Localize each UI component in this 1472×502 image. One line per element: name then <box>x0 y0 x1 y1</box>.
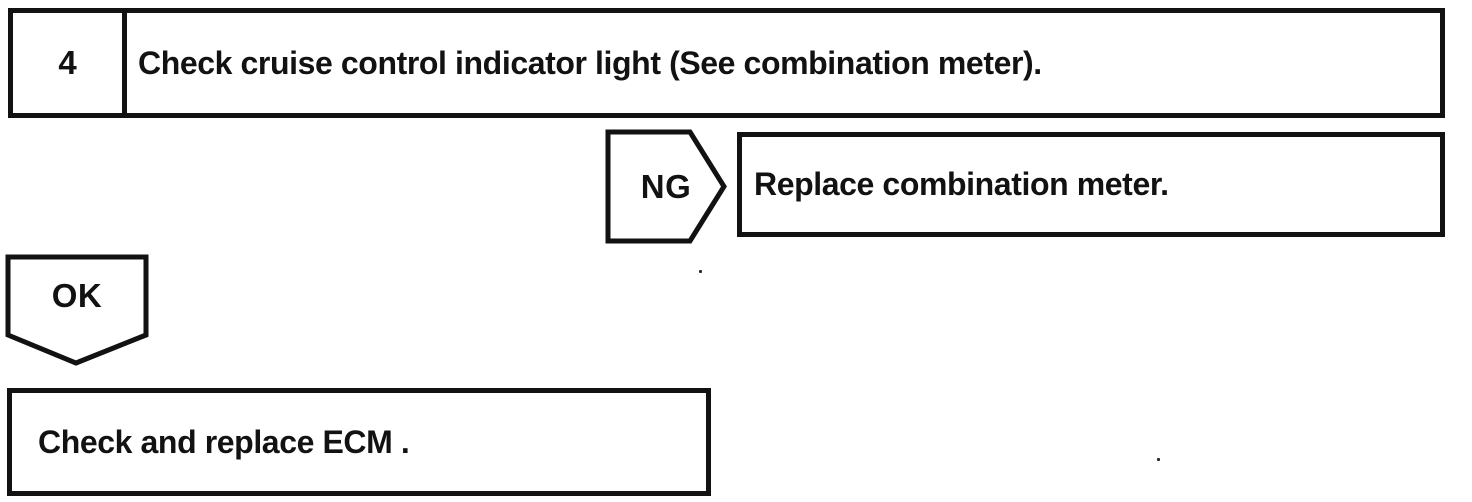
ng-action-box: Replace combination meter. <box>737 132 1445 237</box>
ng-connector-icon <box>605 129 727 244</box>
ng-pentagon-shape <box>605 129 727 244</box>
ok-connector-icon <box>5 254 149 366</box>
ok-pentagon-shape <box>5 254 149 366</box>
ng-action-text: Replace combination meter. <box>754 166 1169 202</box>
ok-action-box: Check and replace ECM . <box>7 388 711 496</box>
scan-speck <box>1157 458 1160 461</box>
ok-connector-label: OK <box>51 277 103 314</box>
step-instruction: Check cruise control indicator light (Se… <box>138 44 1042 81</box>
ng-connector-label: NG <box>640 167 692 205</box>
scan-speck <box>699 270 702 273</box>
step-box: 4 Check cruise control indicator light (… <box>8 8 1445 118</box>
step-number: 4 <box>13 13 127 113</box>
ok-action-text: Check and replace ECM . <box>38 423 410 460</box>
